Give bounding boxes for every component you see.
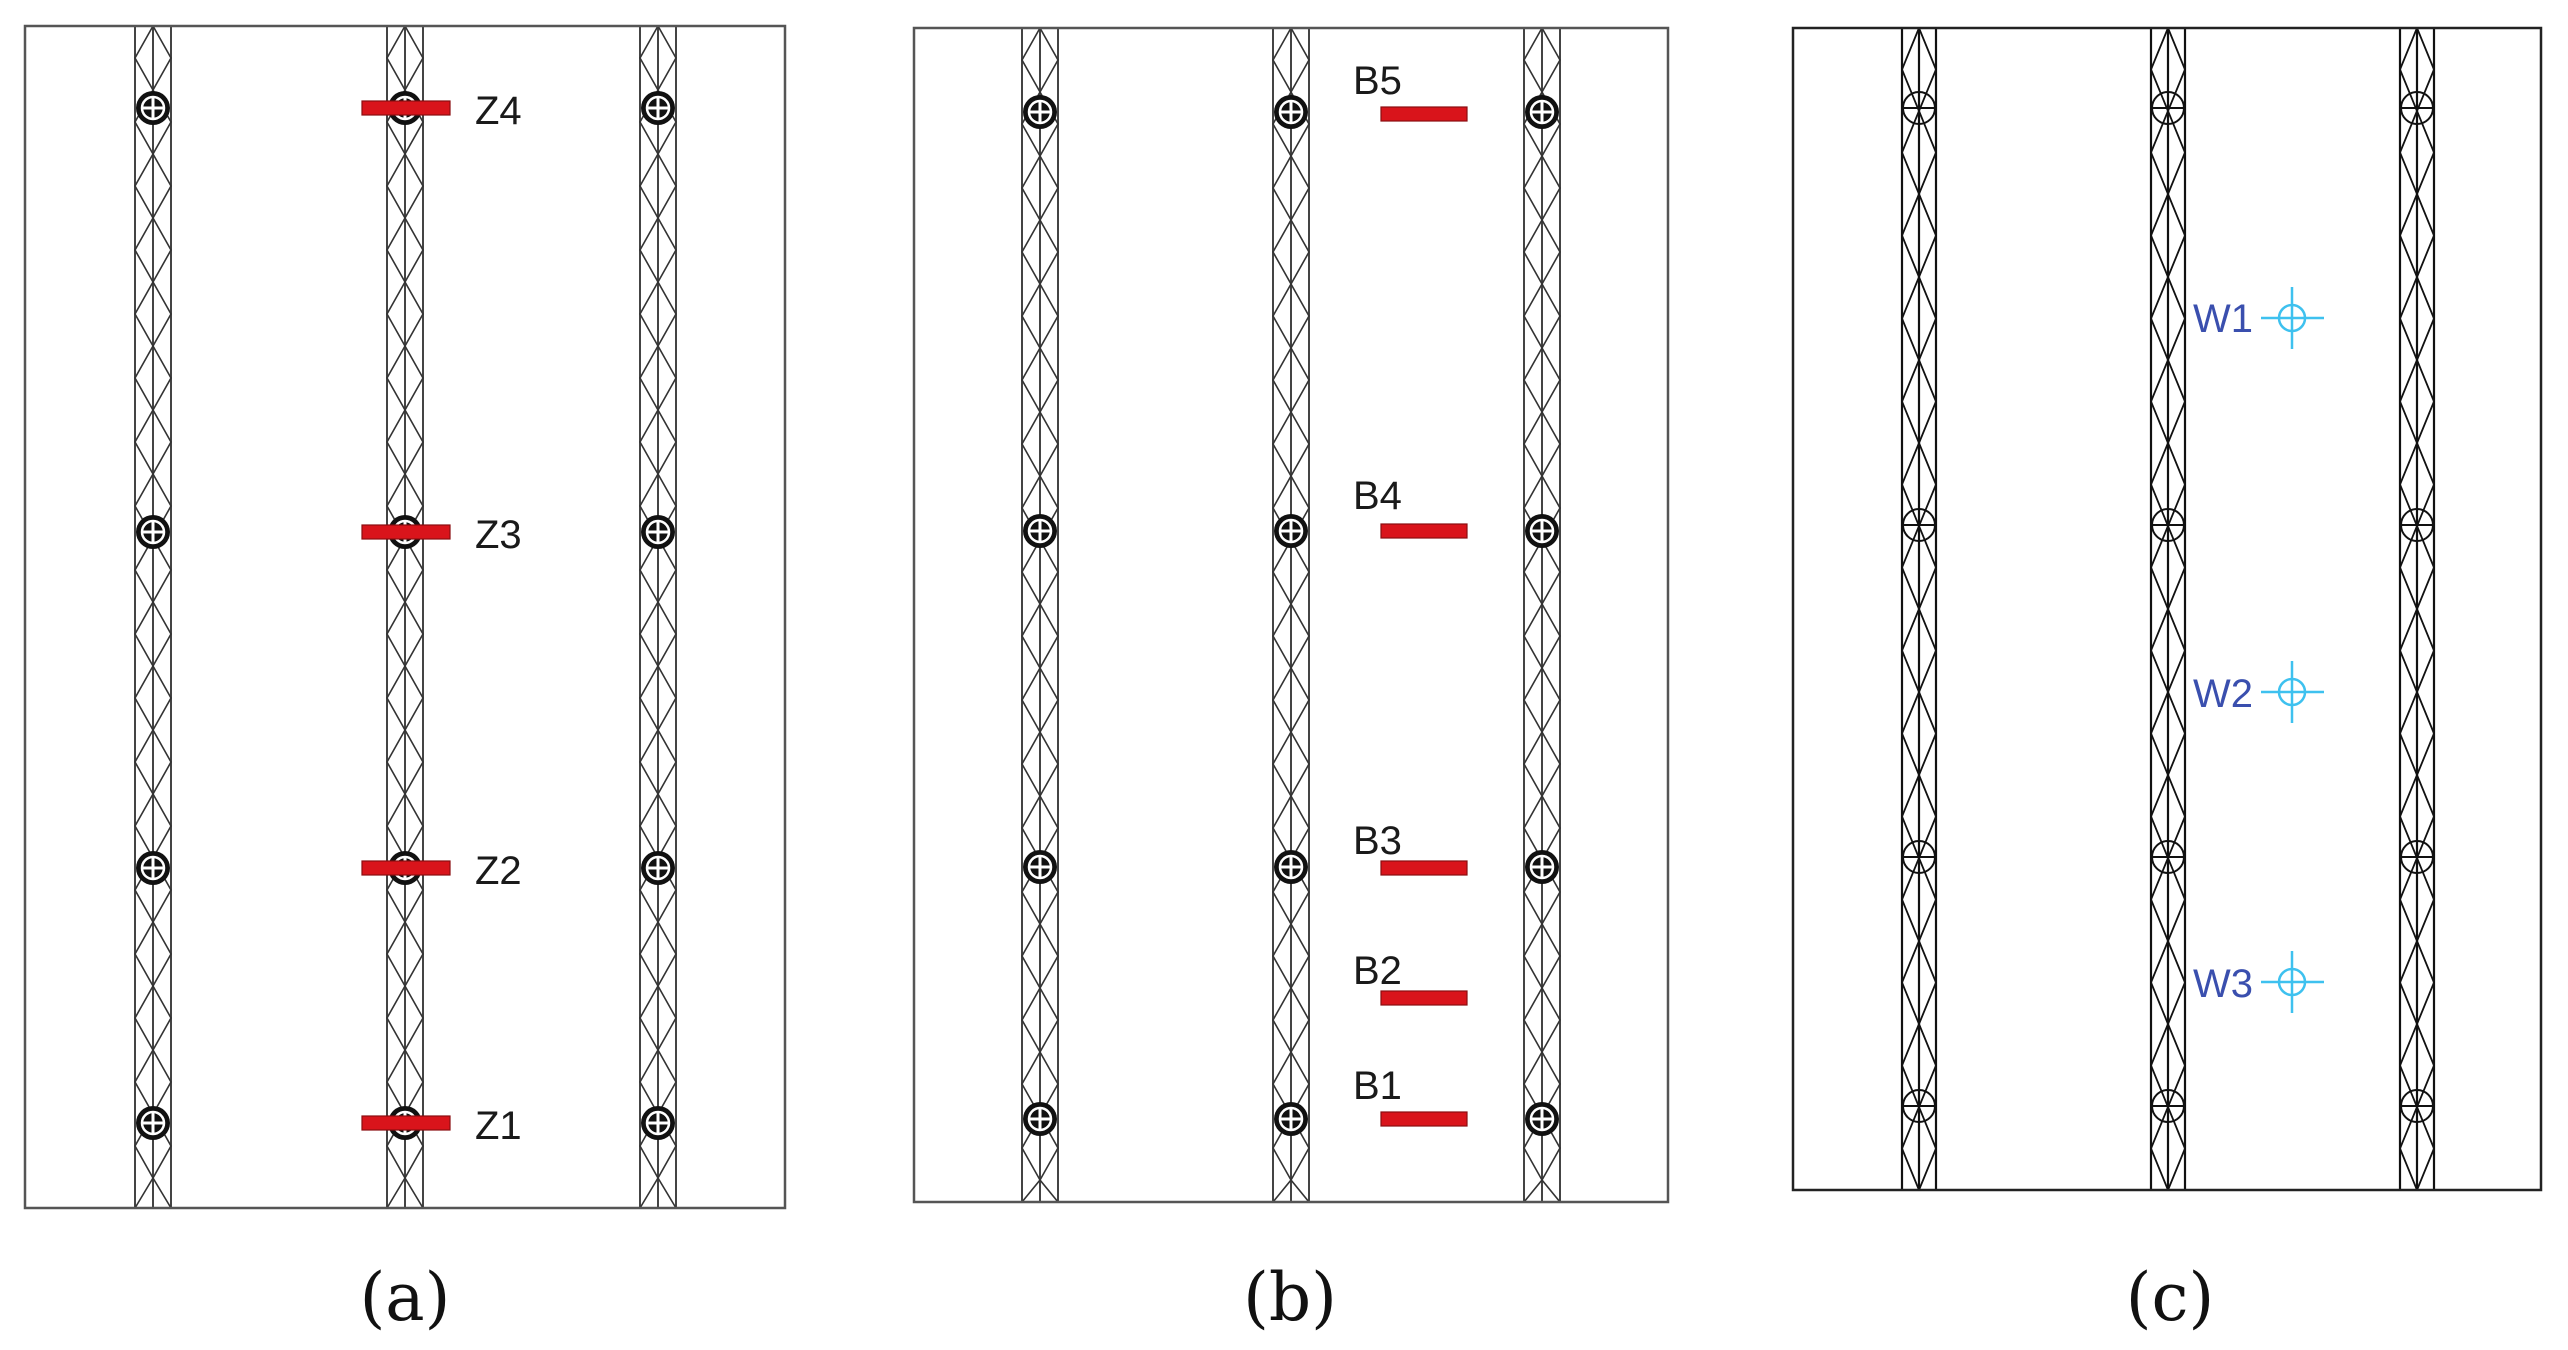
sensor-label: Z4 — [475, 89, 522, 133]
truss-node-icon — [641, 1106, 675, 1140]
panel-a-border — [23, 24, 787, 1210]
sensor-label: B2 — [1353, 949, 1402, 993]
sensor-marker-w2: W2 — [2193, 661, 2324, 723]
panel-c-truss-nodes — [1902, 91, 2434, 1123]
sensor-marker-b4: B4 — [1353, 474, 1468, 539]
sensor-marker-b2: B2 — [1353, 949, 1468, 1006]
sensor-marker-z1: Z1 — [361, 1104, 522, 1148]
truss-node-icon — [136, 1106, 170, 1140]
sensor-label: W3 — [2193, 962, 2253, 1006]
truss-node-icon — [1274, 95, 1308, 129]
strain-gauge-bar-icon — [1380, 860, 1468, 876]
strain-gauge-bar-icon — [361, 524, 451, 540]
sensor-label: B1 — [1353, 1064, 1402, 1108]
truss-column — [386, 25, 424, 1209]
panel-c-caption: (c) — [2126, 1259, 2214, 1336]
sensor-marker-w3: W3 — [2193, 951, 2324, 1013]
truss-node-icon — [641, 91, 675, 125]
truss-node-icon — [1525, 1102, 1559, 1136]
truss-node-icon — [641, 851, 675, 885]
sensor-marker-b5: B5 — [1353, 59, 1468, 122]
truss-node-icon — [1902, 91, 1936, 125]
sensor-marker-b3: B3 — [1353, 819, 1468, 876]
truss-node-icon — [1902, 508, 1936, 542]
truss-column — [2398, 27, 2436, 1191]
truss-node-icon — [2400, 1089, 2434, 1123]
panel-a-caption: (a) — [360, 1259, 451, 1336]
sensor-label: W1 — [2193, 297, 2253, 341]
truss-node-icon — [2151, 840, 2185, 874]
truss-column — [134, 25, 172, 1209]
panel-b-truss-nodes — [1023, 95, 1559, 1136]
crosshair-target-icon — [2261, 951, 2324, 1013]
truss-node-icon — [2151, 508, 2185, 542]
sensor-label: B3 — [1353, 819, 1402, 863]
truss-node-icon — [1023, 1102, 1057, 1136]
truss-node-icon — [1525, 850, 1559, 884]
truss-node-icon — [2400, 91, 2434, 125]
truss-column — [2149, 27, 2187, 1191]
truss-node-icon — [2151, 1089, 2185, 1123]
strain-gauge-bar-icon — [1380, 1111, 1468, 1127]
truss-node-icon — [1902, 840, 1936, 874]
truss-node-icon — [2151, 91, 2185, 125]
sensor-label: B4 — [1353, 474, 1402, 518]
truss-node-icon — [1525, 95, 1559, 129]
truss-node-icon — [1902, 1089, 1936, 1123]
panel-c-border — [1791, 26, 2543, 1192]
truss-node-icon — [136, 91, 170, 125]
truss-node-icon — [136, 515, 170, 549]
crosshair-target-icon — [2261, 287, 2324, 349]
sensor-marker-z3: Z3 — [361, 513, 522, 557]
truss-column — [639, 25, 677, 1209]
truss-node-icon — [1274, 850, 1308, 884]
truss-node-icon — [1274, 514, 1308, 548]
panel-c-truss-columns — [1900, 27, 2436, 1191]
sensor-marker-b1: B1 — [1353, 1064, 1468, 1127]
crosshair-target-icon — [2261, 661, 2324, 723]
panel-a-truss-columns — [134, 25, 677, 1209]
truss-node-icon — [136, 851, 170, 885]
sensor-label: B5 — [1353, 59, 1402, 103]
strain-gauge-bar-icon — [361, 860, 451, 876]
truss-column — [1021, 27, 1059, 1203]
sensor-label: W2 — [2193, 672, 2253, 716]
panel-b-truss-columns — [1021, 27, 1561, 1203]
truss-node-icon — [1274, 1102, 1308, 1136]
truss-column — [1272, 27, 1310, 1203]
sensor-label: Z1 — [475, 1104, 522, 1148]
panel-b-caption: (b) — [1243, 1259, 1337, 1336]
sensor-marker-z2: Z2 — [361, 849, 522, 893]
truss-column — [1900, 27, 1938, 1191]
sensor-marker-z4: Z4 — [361, 89, 522, 133]
truss-node-icon — [1023, 514, 1057, 548]
sensor-marker-w1: W1 — [2193, 287, 2324, 349]
panel-b-border — [912, 26, 1670, 1204]
strain-gauge-bar-icon — [1380, 106, 1468, 122]
truss-node-icon — [1023, 95, 1057, 129]
strain-gauge-bar-icon — [1380, 990, 1468, 1006]
strain-gauge-bar-icon — [361, 1115, 451, 1131]
truss-node-icon — [1023, 850, 1057, 884]
truss-node-icon — [2400, 508, 2434, 542]
sensor-label: Z3 — [475, 513, 522, 557]
strain-gauge-bar-icon — [1380, 523, 1468, 539]
strain-gauge-bar-icon — [361, 100, 451, 116]
truss-node-icon — [641, 515, 675, 549]
truss-node-icon — [2400, 840, 2434, 874]
truss-node-icon — [1525, 514, 1559, 548]
sensor-label: Z2 — [475, 849, 522, 893]
truss-column — [1523, 27, 1561, 1203]
